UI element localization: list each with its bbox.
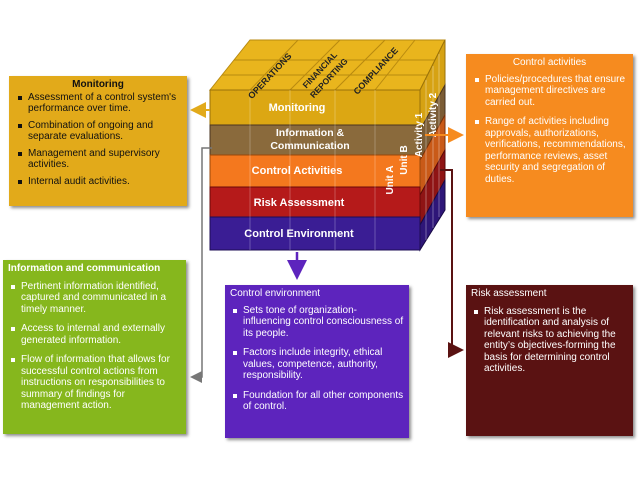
list-item: Management and supervisory activities. [18, 148, 181, 171]
risk-assessment-title: Risk assessment [471, 288, 547, 299]
risk-assessment-box: Risk assessment Risk assessment is the i… [466, 285, 633, 436]
risk-assessment-list: Risk assessment is the identification an… [471, 306, 628, 375]
control-environment-box: Control environment Sets tone of organiz… [225, 285, 409, 438]
cube-side-activity-1: Activity 1 [414, 112, 425, 157]
arrow-to-information-communication [190, 147, 212, 383]
cube-layer-communication: Communication [270, 140, 349, 152]
list-item: Policies/procedures that ensure manageme… [475, 73, 626, 108]
control-activities-box: Control activities Policies/procedures t… [466, 54, 633, 217]
cube-layer-risk-assessment: Risk Assessment [254, 197, 345, 209]
control-activities-list: Policies/procedures that ensure manageme… [472, 74, 627, 186]
arrow-to-risk-assessment [440, 169, 464, 358]
control-activities-title: Control activities [512, 57, 587, 68]
monitoring-box: Monitoring Assessment of a control syste… [9, 76, 187, 206]
list-item: Access to internal and externally genera… [11, 323, 181, 346]
monitoring-list: Assessment of a control system's perform… [15, 92, 181, 188]
list-item: Combination of ongoing and separate eval… [18, 120, 181, 143]
list-item: Internal audit activities. [18, 176, 181, 188]
list-item: Flow of information that allows for succ… [11, 354, 181, 412]
cube-side-activity-2: Activity 2 [428, 92, 439, 137]
cube-front-face [209, 89, 421, 251]
list-item: Range of activities including approvals,… [475, 116, 626, 185]
cube-side-unit-a: Unit A [385, 165, 396, 194]
cube-layer-control-activities: Control Activities [252, 165, 343, 177]
list-item: Factors include integrity, ethical value… [233, 347, 404, 382]
cube-layer-information: Information & [276, 127, 345, 139]
list-item: Foundation for all other components of c… [233, 389, 404, 412]
cube-layer-control-environment: Control Environment [244, 228, 354, 240]
monitoring-title: Monitoring [72, 79, 124, 90]
list-item: Sets tone of organization-influencing co… [233, 304, 404, 339]
control-environment-list: Sets tone of organization-influencing co… [230, 305, 404, 413]
cube-layer-monitoring: Monitoring [269, 102, 326, 114]
control-environment-title: Control environment [230, 288, 321, 299]
cube-side-unit-b: Unit B [399, 145, 410, 174]
list-item: Assessment of a control system's perform… [18, 92, 181, 115]
information-communication-box: Information and communication Pertinent … [3, 260, 186, 434]
information-communication-list: Pertinent information identified, captur… [8, 281, 181, 412]
information-communication-title: Information and communication [8, 263, 161, 274]
list-item: Risk assessment is the identification an… [474, 306, 628, 375]
list-item: Pertinent information identified, captur… [11, 281, 181, 316]
